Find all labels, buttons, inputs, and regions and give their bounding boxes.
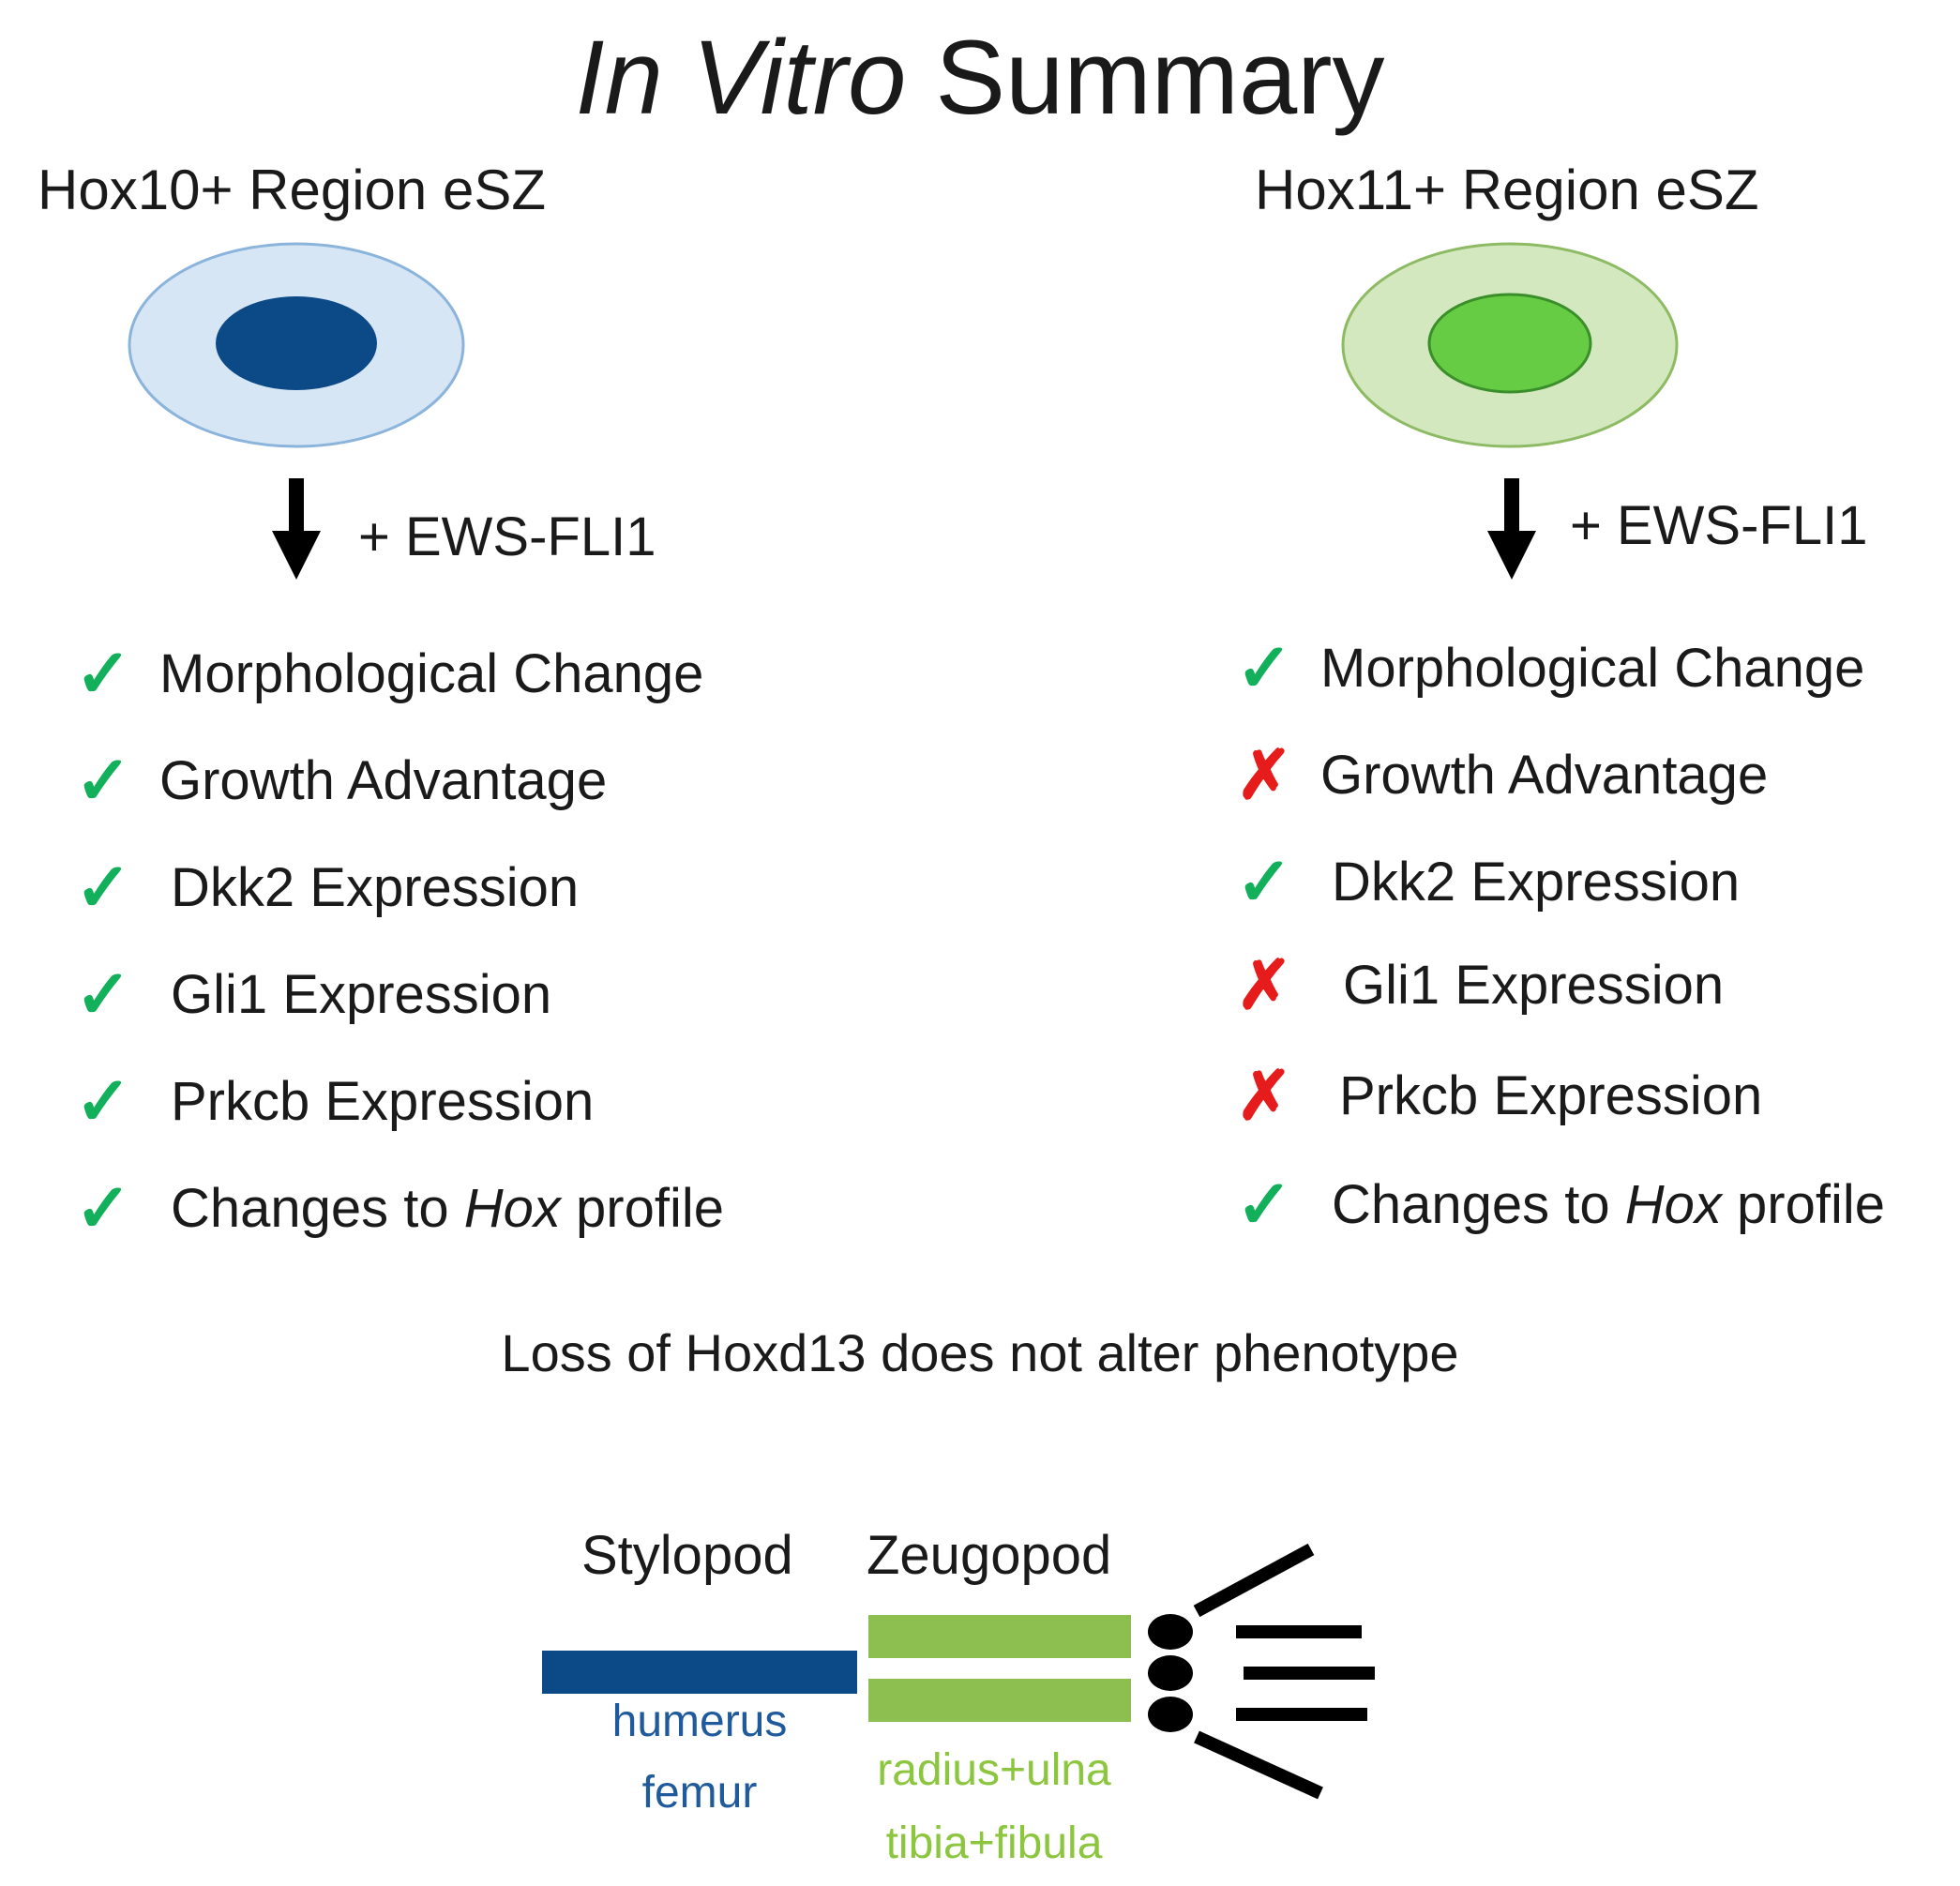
outcome-label: Morphological Change xyxy=(159,643,704,704)
check-icon: ✓ xyxy=(75,637,132,712)
outcome-label: Dkk2 Expression xyxy=(171,857,580,918)
digit-line xyxy=(1193,1543,1315,1618)
zeugopod-bone-radius-ulna: radius+ulna xyxy=(877,1745,1111,1795)
left-down-arrow xyxy=(272,478,321,580)
hox10-region-label: Hox10+ Region eSZ xyxy=(38,158,546,221)
outcome-label: Prkcb Expression xyxy=(1339,1065,1763,1126)
carpal-bone xyxy=(1148,1697,1193,1732)
outcome-item: ✓ Changes to Hox profile xyxy=(1236,1168,1885,1243)
left-treatment-label: + EWS-FLI1 xyxy=(358,506,656,567)
digit-line xyxy=(1194,1730,1323,1800)
title-rest: Summary xyxy=(906,19,1385,136)
outcome-label: Growth Advantage xyxy=(159,750,608,811)
outcome-item: ✓ Dkk2 Expression xyxy=(75,851,580,926)
cross-icon: ✗ xyxy=(1236,1059,1293,1134)
outcome-label: Morphological Change xyxy=(1320,638,1865,699)
hox11-region-label: Hox11+ Region eSZ xyxy=(1255,158,1759,221)
carpal-bone xyxy=(1148,1655,1193,1691)
outcome-item: ✓ Growth Advantage xyxy=(75,744,608,819)
outcome-item: ✗ Gli1 Expression xyxy=(1236,948,1725,1023)
outcome-item: ✓ Gli1 Expression xyxy=(75,958,552,1033)
title-italic: In Vitro xyxy=(575,19,907,136)
check-icon: ✓ xyxy=(1236,631,1293,706)
outcome-item: ✓ Morphological Change xyxy=(75,637,704,712)
check-icon: ✓ xyxy=(75,958,132,1033)
hoxd13-note: Loss of Hoxd13 does not alter phenotype xyxy=(501,1323,1459,1382)
outcome-item: ✗ Prkcb Expression xyxy=(1236,1059,1763,1134)
check-icon: ✓ xyxy=(75,1171,132,1246)
label-text: profile xyxy=(560,1178,725,1239)
outcome-item: ✓ Morphological Change xyxy=(1236,631,1865,706)
label-text: Changes to xyxy=(1332,1174,1625,1235)
hox11-cell-nucleus xyxy=(1427,293,1592,394)
label-italic: Hox xyxy=(463,1178,561,1239)
outcome-item: ✓ Prkcb Expression xyxy=(75,1064,595,1139)
autopod-digits xyxy=(1148,1543,1375,1800)
check-icon: ✓ xyxy=(75,1064,132,1139)
outcome-item: ✓ Changes to Hox profile xyxy=(75,1171,724,1246)
cross-icon: ✗ xyxy=(1236,948,1293,1023)
hox10-cell-nucleus xyxy=(216,296,377,390)
outcome-label: Prkcb Expression xyxy=(171,1071,595,1132)
zeugopod-bar-lower xyxy=(868,1679,1131,1722)
cross-icon: ✗ xyxy=(1236,738,1293,813)
stylopod-bone-humerus: humerus xyxy=(611,1697,788,1746)
check-icon: ✓ xyxy=(1236,1168,1293,1243)
stylopod-bar xyxy=(542,1651,857,1694)
label-text: profile xyxy=(1721,1174,1886,1235)
check-icon: ✓ xyxy=(1236,845,1293,920)
right-treatment-label: + EWS-FLI1 xyxy=(1570,495,1868,556)
stylopod-bone-femur: femur xyxy=(641,1768,758,1818)
stylopod-label: Stylopod xyxy=(581,1525,793,1586)
outcome-label: Changes to Hox profile xyxy=(171,1178,724,1239)
zeugopod-bar-upper xyxy=(868,1615,1131,1658)
carpal-bone xyxy=(1148,1614,1193,1650)
check-icon: ✓ xyxy=(75,744,132,819)
outcome-label: Growth Advantage xyxy=(1320,745,1769,806)
zeugopod-bone-tibia-fibula: tibia+fibula xyxy=(885,1818,1103,1868)
outcome-item: ✓ Dkk2 Expression xyxy=(1236,845,1741,920)
check-icon: ✓ xyxy=(75,851,132,926)
outcome-item: ✗ Growth Advantage xyxy=(1236,738,1769,813)
right-down-arrow xyxy=(1487,478,1536,580)
outcome-label: Gli1 Expression xyxy=(1343,955,1725,1016)
label-italic: Hox xyxy=(1624,1174,1722,1235)
outcome-label: Gli1 Expression xyxy=(171,964,552,1025)
outcome-label: Dkk2 Expression xyxy=(1332,852,1741,913)
page-title: In Vitro Summary xyxy=(0,17,1960,139)
zeugopod-label: Zeugopod xyxy=(867,1525,1112,1586)
outcome-label: Changes to Hox profile xyxy=(1332,1174,1885,1235)
label-text: Changes to xyxy=(171,1178,464,1239)
